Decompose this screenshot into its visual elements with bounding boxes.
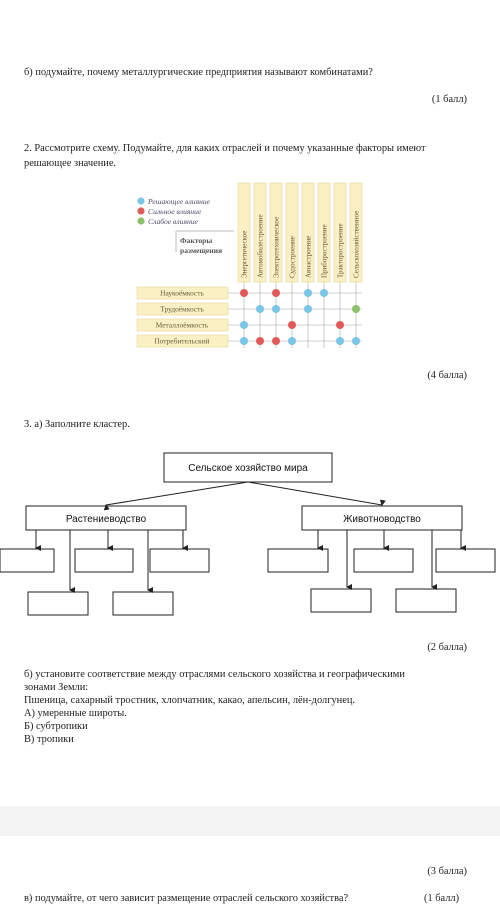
cluster-left-label: Растениеводство: [66, 514, 147, 525]
question-1b-score: (1 балл): [431, 94, 467, 105]
influence-dot: [336, 321, 344, 329]
answer-option-b: Б) субтропики: [24, 721, 88, 732]
influence-dot: [240, 289, 248, 297]
industry-label: Авиастроение: [305, 236, 313, 278]
question-3c-score: (1 балл): [424, 893, 460, 904]
influence-dot: [304, 305, 312, 313]
cluster-empty-box-1[interactable]: [0, 548, 55, 573]
influence-dot: [304, 289, 312, 297]
influence-dot: [320, 289, 328, 297]
page-gap: [0, 806, 500, 836]
industry-label: Энергетическое: [241, 231, 249, 278]
influence-dot: [288, 337, 296, 345]
influence-dot: [352, 337, 360, 345]
factor-row: [136, 286, 229, 300]
cluster-empty-box-3[interactable]: [149, 548, 210, 573]
cluster-root-label: Сельское хозяйство мира: [188, 463, 308, 474]
question-2-line1: 2. Рассмотрите схему. Подумайте, для как…: [24, 143, 426, 154]
factor-label: Потребительский: [154, 337, 209, 346]
cluster-right-label: Животноводство: [343, 514, 421, 525]
factor-row: [136, 302, 229, 316]
influence-dot: [240, 337, 248, 345]
factor-row: [136, 334, 229, 348]
legend-strong-label: Сильное влияние: [148, 207, 202, 216]
legend-decisive-label: Решающее влияние: [147, 197, 211, 206]
industry-label: Тракторостроение: [337, 223, 345, 278]
influence-dot: [272, 305, 280, 313]
question-3b-line3: Пшеница, сахарный тростник, хлопчатник, …: [24, 695, 355, 706]
factor-label: Металлоёмкость: [156, 321, 209, 330]
question-1b-text: б) подумайте, почему металлургические пр…: [24, 67, 373, 78]
question-2-line2: решающее значение.: [24, 158, 117, 169]
cluster-right-box: [301, 505, 463, 531]
influence-dot: [288, 321, 296, 329]
question-3a-score: (2 балла): [427, 642, 467, 653]
cluster-empty-box-5[interactable]: [112, 591, 174, 616]
cluster-empty-box-8[interactable]: [435, 548, 496, 573]
legend-weak-label: Слабое влияние: [148, 217, 199, 226]
question-2-score: (4 балла): [427, 370, 467, 381]
influence-dot: [256, 305, 264, 313]
industry-label: Приборостроение: [321, 224, 329, 278]
influence-dot: [256, 337, 264, 345]
influence-dot: [240, 321, 248, 329]
cluster-empty-box-9[interactable]: [310, 588, 372, 613]
cluster-empty-box-2[interactable]: [74, 548, 134, 573]
factor-label: Трудоёмкость: [160, 305, 204, 314]
legend-strong-dot: [137, 207, 145, 215]
influence-dot: [272, 289, 280, 297]
answer-option-c: В) тропики: [24, 734, 74, 745]
influence-dot: [352, 305, 360, 313]
question-3c-text: в) подумайте, от чего зависит размещение…: [24, 893, 349, 904]
cluster-empty-box-10[interactable]: [395, 588, 457, 613]
industry-label: Электротехническое: [273, 217, 281, 278]
legend-weak-dot: [137, 217, 145, 225]
cluster-empty-box-7[interactable]: [353, 548, 414, 573]
question-3a-text: 3. а) Заполните кластер.: [24, 419, 130, 430]
factor-label: Наукоёмкость: [160, 289, 204, 298]
industry-label: Сельскохозяйственное: [353, 211, 361, 278]
cluster-empty-box-6[interactable]: [267, 548, 329, 573]
cluster-root-box: [163, 452, 333, 483]
question-3b-line1: б) установите соответствие между отрасля…: [24, 669, 405, 680]
answer-option-a: А) умеренные широты.: [24, 708, 127, 719]
factors-header-line1: Факторы: [180, 236, 212, 245]
industry-label: Судостроение: [289, 236, 297, 278]
question-3b-line2: зонами Земли:: [24, 682, 89, 693]
factor-row: [136, 318, 229, 332]
question-3b-score: (3 балла): [427, 866, 467, 877]
influence-dot: [336, 337, 344, 345]
influence-dot: [272, 337, 280, 345]
cluster-empty-box-4[interactable]: [27, 591, 89, 616]
industry-label: Автомобилестроение: [257, 214, 265, 278]
factors-header-line2: размещения: [180, 246, 222, 255]
legend-decisive-dot: [137, 197, 145, 205]
